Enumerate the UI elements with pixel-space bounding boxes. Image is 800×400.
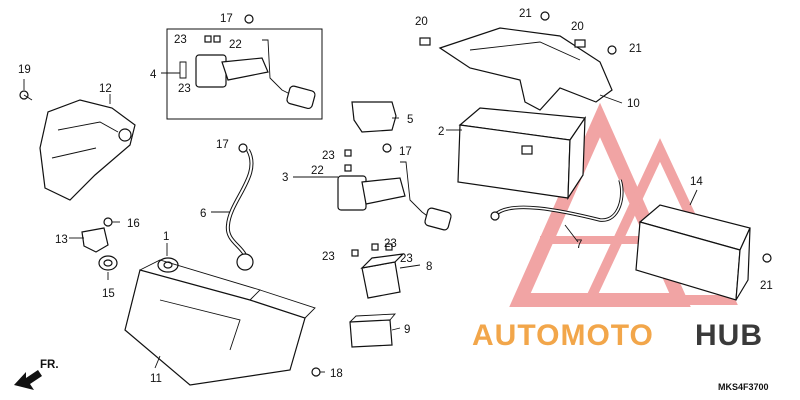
label-21a: 21 [519,8,532,20]
part-9-cap [349,313,397,348]
part-3-harness [337,161,452,231]
label-23a: 23 [174,34,187,46]
label-8: 8 [426,261,432,273]
label-17c: 17 [399,146,412,158]
small-fasteners [204,11,772,263]
label-12: 12 [99,83,112,95]
label-19: 19 [18,64,31,76]
label-20b: 20 [571,21,584,33]
front-label: FR. [40,359,59,371]
part-12-cover [39,99,136,201]
label-22b: 22 [311,165,324,177]
part-6-cable [225,143,254,271]
label-23d: 23 [384,238,397,250]
diagram-code: MKS4F3700 [718,382,769,392]
watermark-text: AUTOMOTO HUB [472,319,763,352]
label-15: 15 [102,288,115,300]
label-16: 16 [127,218,140,230]
part-13-bracket [81,217,113,253]
label-11: 11 [150,373,162,385]
label-23f: 23 [400,253,413,265]
label-9: 9 [404,324,410,336]
part-labels: 4 17 23 22 23 19 12 5 17 17 23 22 3 6 2 … [18,8,773,385]
part-15-grommet [98,255,118,271]
label-17b: 17 [216,139,229,151]
label-23e: 23 [322,251,335,263]
label-13: 13 [55,234,68,246]
part-4-harness [179,39,316,110]
brand-automoto: AUTOMOTO [472,319,654,352]
label-1: 1 [163,231,169,243]
part-5-clip [351,101,397,133]
leader-lines [23,72,698,373]
part-19-screw [19,90,33,101]
label-21b: 21 [629,43,642,55]
label-3: 3 [282,172,288,184]
label-4: 4 [150,69,157,81]
inset-frame [166,28,323,120]
label-21c: 21 [760,280,773,292]
label-20a: 20 [415,16,428,28]
label-6: 6 [200,208,206,220]
part-2-battery [457,107,587,201]
label-10: 10 [627,98,640,110]
label-18: 18 [330,368,343,380]
part-7-cable [490,179,624,222]
label-2: 2 [438,126,444,138]
label-5: 5 [407,114,413,126]
part-18-screw [311,367,321,377]
label-23b: 23 [178,83,191,95]
label-14: 14 [690,176,703,188]
part-8-relay [360,253,405,299]
brand-hub: HUB [695,319,763,352]
label-7: 7 [576,239,582,251]
label-22a: 22 [229,39,242,51]
front-arrow: FR. [14,359,59,390]
label-17a: 17 [220,13,233,25]
part-11-tray [124,259,316,386]
part-14-box [635,204,751,301]
label-23c: 23 [322,150,335,162]
part-10-bracket [438,27,613,111]
